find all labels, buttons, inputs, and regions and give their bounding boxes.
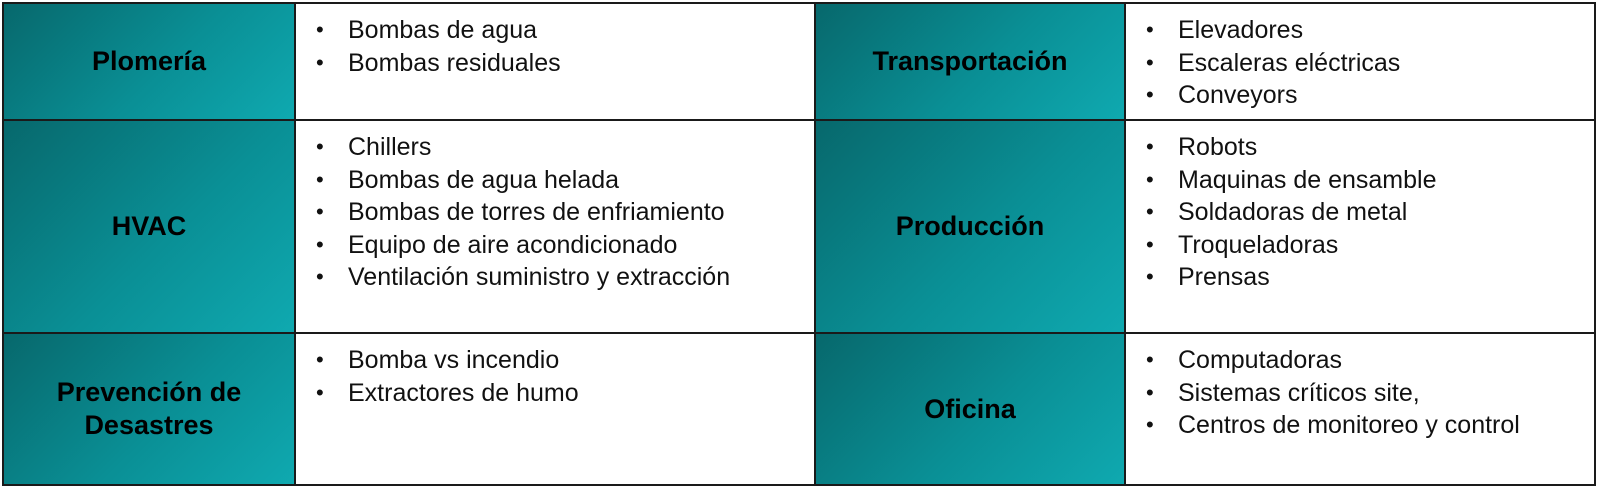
category-cell-hvac: HVAC: [4, 121, 296, 334]
category-label: Plomería: [91, 46, 207, 76]
list-item: Bomba vs incendio: [296, 344, 814, 377]
equipment-table: Plomería Bombas de agua Bombas residuale…: [2, 2, 1596, 486]
list-item: Prensas: [1126, 261, 1594, 294]
items-cell-produccion: Robots Maquinas de ensamble Soldadoras d…: [1126, 121, 1594, 334]
list-item: Soldadoras de metal: [1126, 196, 1594, 229]
item-list: Chillers Bombas de agua helada Bombas de…: [296, 131, 814, 294]
item-list: Elevadores Escaleras eléctricas Conveyor…: [1126, 14, 1594, 112]
list-item: Equipo de aire acondicionado: [296, 229, 814, 262]
list-item: Bombas de agua: [296, 14, 814, 47]
list-item: Bombas de agua helada: [296, 164, 814, 197]
items-cell-prevencion-desastres: Bomba vs incendio Extractores de humo: [296, 334, 816, 484]
item-list: Computadoras Sistemas críticos site, Cen…: [1126, 344, 1594, 442]
list-item: Centros de monitoreo y control: [1126, 409, 1594, 442]
category-label: Producción: [895, 211, 1045, 241]
category-cell-produccion: Producción: [816, 121, 1126, 334]
category-cell-prevencion-desastres: Prevención de Desastres: [4, 334, 296, 484]
items-cell-plomeria: Bombas de agua Bombas residuales: [296, 4, 816, 121]
list-item: Maquinas de ensamble: [1126, 164, 1594, 197]
items-cell-transportacion: Elevadores Escaleras eléctricas Conveyor…: [1126, 4, 1594, 121]
category-cell-transportacion: Transportación: [816, 4, 1126, 121]
list-item: Ventilación suministro y extracción: [296, 261, 814, 294]
category-cell-oficina: Oficina: [816, 334, 1126, 484]
list-item: Bombas de torres de enfriamiento: [296, 196, 814, 229]
category-label: Oficina: [924, 393, 1016, 424]
list-item: Bombas residuales: [296, 47, 814, 80]
list-item: Sistemas críticos site,: [1126, 377, 1594, 410]
item-list: Bombas de agua Bombas residuales: [296, 14, 814, 79]
list-item: Troqueladoras: [1126, 229, 1594, 262]
category-label: Prevención de Desastres: [56, 377, 242, 440]
category-label: Transportación: [872, 46, 1068, 76]
list-item: Elevadores: [1126, 14, 1594, 47]
category-cell-plomeria: Plomería: [4, 4, 296, 121]
items-cell-hvac: Chillers Bombas de agua helada Bombas de…: [296, 121, 816, 334]
category-label: HVAC: [111, 211, 187, 241]
item-list: Robots Maquinas de ensamble Soldadoras d…: [1126, 131, 1594, 294]
list-item: Robots: [1126, 131, 1594, 164]
items-cell-oficina: Computadoras Sistemas críticos site, Cen…: [1126, 334, 1594, 484]
list-item: Chillers: [296, 131, 814, 164]
item-list: Bomba vs incendio Extractores de humo: [296, 344, 814, 409]
list-item: Conveyors: [1126, 79, 1594, 112]
list-item: Extractores de humo: [296, 377, 814, 410]
list-item: Computadoras: [1126, 344, 1594, 377]
list-item: Escaleras eléctricas: [1126, 47, 1594, 80]
